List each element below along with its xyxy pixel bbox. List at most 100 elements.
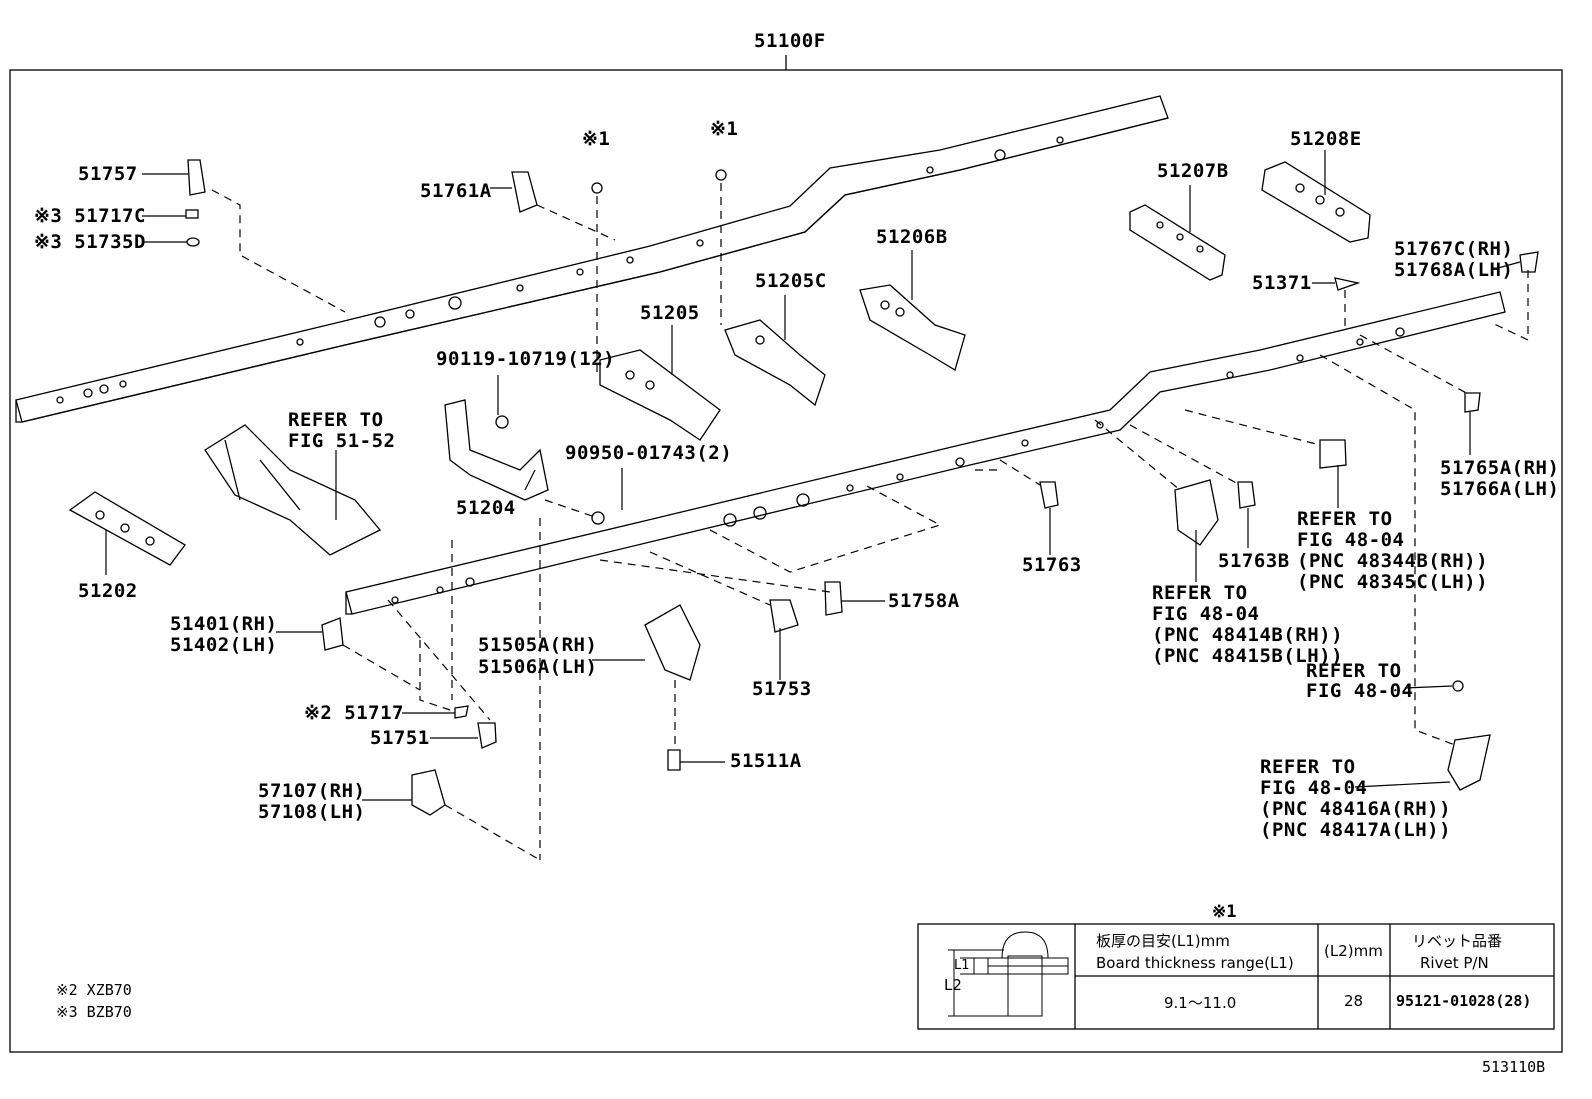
bracket-51761a — [511, 171, 538, 213]
bracket-51505a — [644, 604, 701, 681]
crossmember-51205 — [599, 349, 721, 441]
part-51371 — [1334, 277, 1361, 291]
part-label-51207b: 51207B — [1157, 160, 1229, 182]
refer-48344-line4: (PNC 48345C(LH)) — [1297, 571, 1489, 593]
bracket-51753 — [769, 599, 799, 633]
part-label-51371: 51371 — [1252, 272, 1312, 294]
bracket-51751 — [477, 722, 497, 749]
rivet-table-grid — [917, 923, 1555, 1030]
plate-51511a — [667, 749, 681, 771]
part-label-51202: 51202 — [78, 580, 138, 602]
washer-51735d — [186, 237, 200, 247]
footnote-2: ※2 XZB70 — [56, 981, 132, 999]
rivet-rear-icon — [1452, 680, 1464, 692]
rivet-left-icon — [591, 182, 603, 194]
crossmember-51206b — [859, 284, 966, 371]
part-label-90950: 90950-01743(2) — [565, 442, 733, 464]
part-label-51506a: 51506A(LH) — [478, 656, 598, 678]
part-label-51758a: 51758A — [888, 590, 960, 612]
part-label-51757: 51757 — [78, 163, 138, 185]
part-label-51765a: 51765A(RH) — [1440, 457, 1560, 479]
part-label-51208e: 51208E — [1290, 128, 1362, 150]
part-label-51206b: 51206B — [876, 226, 948, 248]
hanger-48414b — [1174, 479, 1219, 546]
bolt-90119-icon — [495, 415, 509, 429]
crossmember-51207b — [1129, 204, 1226, 281]
refer-48414-line4: (PNC 48415B(LH)) — [1152, 645, 1344, 667]
part-label-51505a: 51505A(RH) — [478, 634, 598, 656]
cell-thickness: 9.1～11.0 — [1164, 994, 1237, 1012]
part-label-51205: 51205 — [640, 302, 700, 324]
header-thickness-en: Board thickness range(L1) — [1096, 954, 1294, 972]
rivet-table-l2-label: L2 — [944, 976, 962, 994]
assembly-guides — [211, 183, 1529, 861]
part-label-51768a: 51768A(LH) — [1394, 259, 1514, 281]
part-label-51751: 51751 — [370, 727, 430, 749]
bracket-51717c — [185, 209, 199, 219]
rivet-note-label-1: ※1 — [582, 128, 611, 150]
part-51717 — [454, 705, 469, 719]
part-label-51767c: 51767C(RH) — [1394, 238, 1514, 260]
refer-rivet-line2: FIG 48-04 — [1306, 680, 1414, 702]
refer-48416-line3: (PNC 48416A(RH)) — [1260, 798, 1452, 820]
refer-48416-line4: (PNC 48417A(LH)) — [1260, 819, 1452, 841]
refer-rivet-line1: REFER TO — [1306, 660, 1402, 682]
refer-48344-line2: FIG 48-04 — [1297, 529, 1405, 551]
part-label-51763b: 51763B — [1218, 550, 1290, 572]
rivet-table-l1-label: L1 — [954, 958, 970, 973]
leader-lines — [105, 150, 1521, 801]
part-label-51717: ※2 51717 — [304, 702, 404, 724]
frame-rail-upper — [15, 95, 1169, 423]
part-label-51761a: 51761A — [420, 180, 492, 202]
bracket-51767c — [1519, 251, 1539, 273]
header-l2: (L2)mm — [1324, 942, 1383, 960]
header-thickness-jp: 板厚の目安(L1)mm — [1096, 932, 1230, 950]
part-label-51402: 51402(LH) — [170, 634, 278, 656]
part-label-90119: 90119-10719(12) — [436, 348, 616, 370]
header-rivet-jp: リベット品番 — [1412, 932, 1503, 950]
part-label-51763: 51763 — [1022, 554, 1082, 576]
part-label-51204: 51204 — [456, 497, 516, 519]
crossmember-51205c — [724, 319, 826, 407]
header-rivet-en: Rivet P/N — [1420, 954, 1489, 972]
part-label-51753: 51753 — [752, 678, 812, 700]
bracket-51763 — [1039, 481, 1059, 509]
cell-l2: 28 — [1344, 992, 1364, 1010]
part-label-57108: 57108(LH) — [258, 801, 366, 823]
refer-48414-line2: FIG 48-04 — [1152, 603, 1260, 625]
bracket-57107 — [411, 769, 446, 816]
hanger-48416a — [1447, 734, 1491, 791]
frame-rail-lower — [345, 291, 1506, 615]
crossmember-51202 — [68, 491, 186, 566]
bracket-51401 — [321, 617, 344, 651]
hanger-48344b — [1319, 439, 1347, 469]
crossmember-51204 — [444, 399, 549, 501]
rivet-right-icon — [715, 169, 727, 181]
bracket-51758a — [824, 581, 843, 616]
refer-48416-line1: REFER TO — [1260, 756, 1356, 778]
refer-48416-line2: FIG 48-04 — [1260, 777, 1368, 799]
rivet-table-title: ※1 — [1212, 902, 1237, 922]
part-label-57107: 57107(RH) — [258, 780, 366, 802]
bracket-51765a — [1464, 392, 1481, 413]
refer-label-51-52-line2: FIG 51-52 — [288, 430, 396, 452]
crossmember-51208e — [1261, 161, 1371, 243]
refer-label-51-52-line1: REFER TO — [288, 409, 384, 431]
footnote-3: ※3 BZB70 — [56, 1003, 132, 1021]
part-label-51717c: ※3 51717C — [34, 205, 146, 227]
refer-48414-line1: REFER TO — [1152, 582, 1248, 604]
part-label-51401: 51401(RH) — [170, 613, 278, 635]
part-label-51511a: 51511A — [730, 750, 802, 772]
rivet-cross-section-icon — [948, 931, 1069, 1017]
nut-90950-icon — [591, 511, 605, 525]
bracket-51763b — [1237, 481, 1256, 509]
main-assembly-label: 51100F — [754, 30, 826, 52]
cell-rivet-pn: 95121-01028(28) — [1396, 992, 1532, 1010]
bracket-51757 — [187, 159, 206, 196]
crossmember-front-assy — [204, 424, 382, 556]
refer-48344-line1: REFER TO — [1297, 508, 1393, 530]
part-label-51205c: 51205C — [755, 270, 827, 292]
rivet-note-label-2: ※1 — [710, 118, 739, 140]
